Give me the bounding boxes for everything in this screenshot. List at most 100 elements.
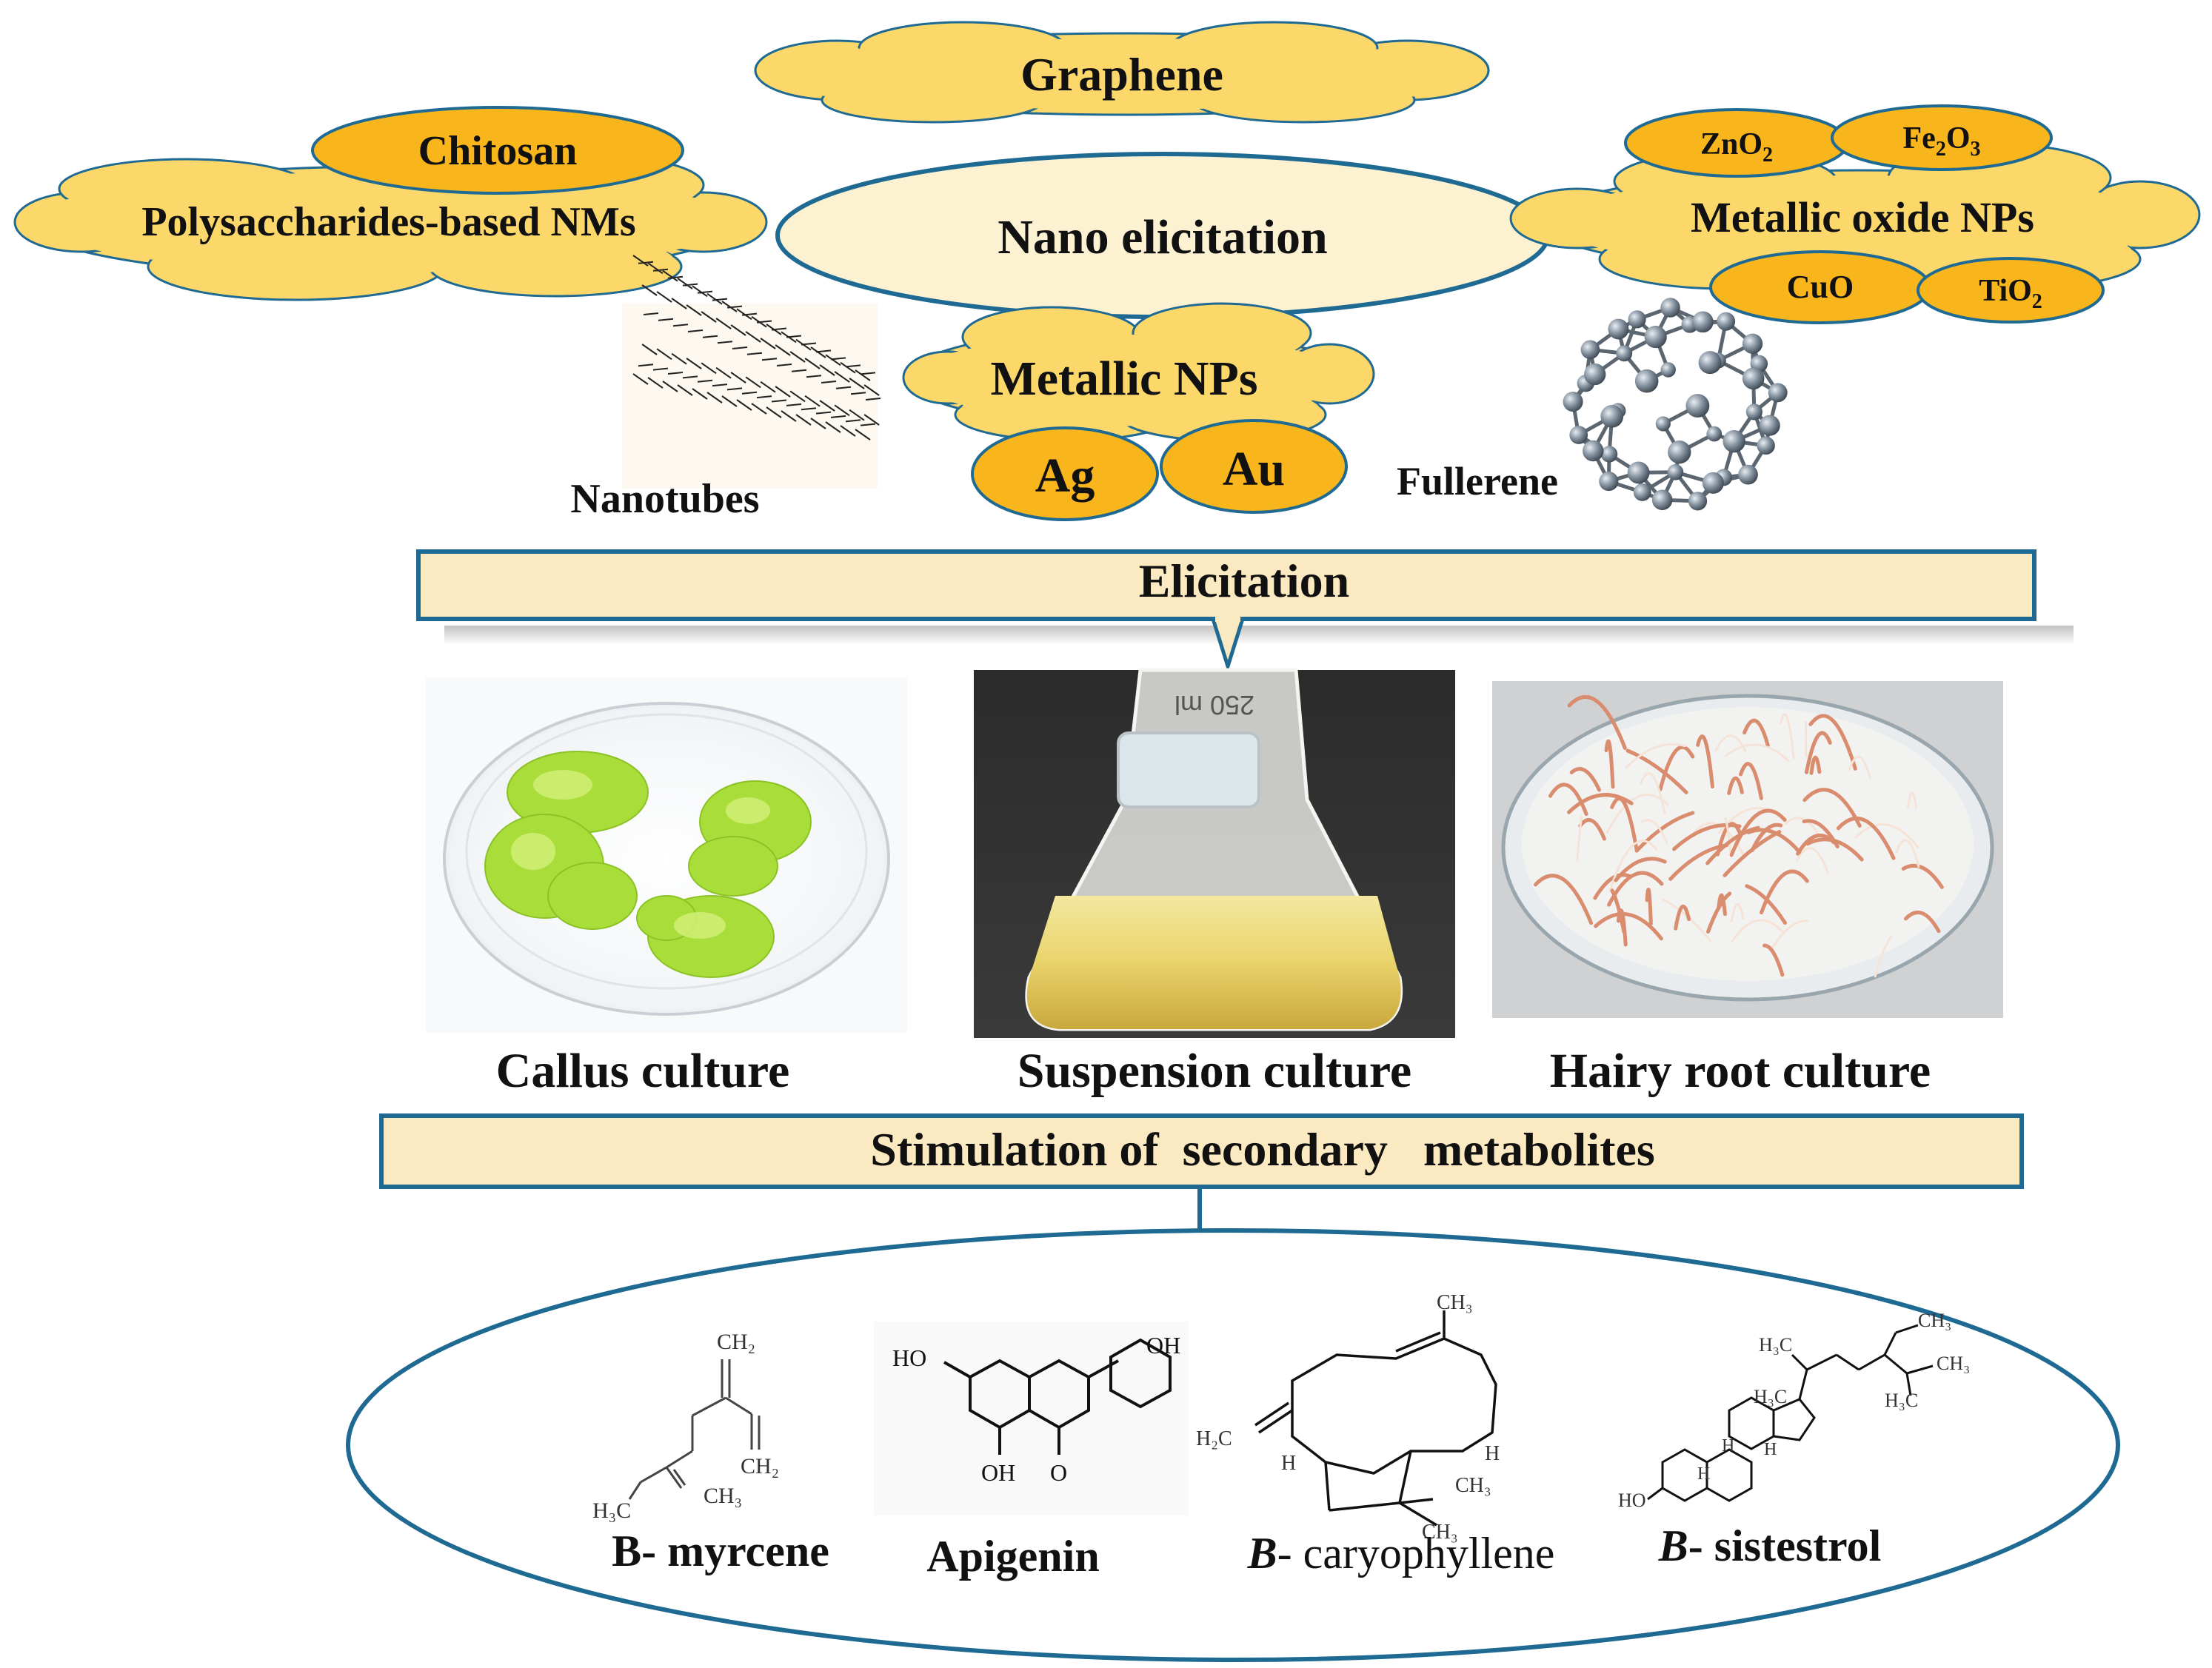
fullerene-atom	[1742, 367, 1765, 390]
hairy-root-strand	[1717, 806, 1767, 834]
hairy-root-strand	[1727, 776, 1744, 795]
caryophyllene-h-left: H	[1281, 1452, 1296, 1475]
hairy-root-strand	[1730, 902, 1745, 922]
tio2-pill: TiO2	[1917, 257, 2105, 324]
hairy-root-strand	[1784, 817, 1822, 839]
hairy-root-strand	[1739, 762, 1763, 800]
hairy-root-strand	[1610, 797, 1639, 852]
hairy-root-strand	[1729, 808, 1787, 857]
sitosterol-ho: HO	[1618, 1490, 1646, 1511]
fe2o3-pill: Fe2O3	[1831, 104, 2053, 171]
hairy-root-strand	[1848, 755, 1871, 779]
fullerene-atom	[1745, 403, 1762, 421]
hairy-root-strand	[1641, 819, 1668, 845]
hairy-root-strand	[1796, 834, 1836, 856]
hairy-root-strand	[1780, 713, 1795, 760]
fe2o3-label: Fe2O3	[1903, 121, 1981, 161]
tio2-sub: 2	[2032, 290, 2042, 313]
hairy-root-strand	[1645, 888, 1653, 926]
fe2o3-a: Fe	[1903, 121, 1936, 155]
hairy-root-strand	[1808, 714, 1857, 771]
chitosan-pill: Chitosan	[311, 106, 684, 195]
metabolite-label-myrcene: B- myrcene	[612, 1527, 829, 1575]
fullerene-atom	[1627, 461, 1650, 484]
zno2-sub: 2	[1762, 144, 1773, 167]
fullerene-atom	[1599, 472, 1619, 492]
hairy-root-strand	[1746, 828, 1802, 854]
fullerene-atom	[1569, 426, 1588, 444]
hairy-root-strand	[1696, 734, 1714, 788]
metabolite-caryophyllene-prefix: B	[1247, 1529, 1277, 1578]
fullerene-atom	[1580, 340, 1600, 360]
metabolite-sitosterol-prefix: B	[1658, 1521, 1688, 1570]
sitosterol-ch3-b: CH₃	[1937, 1353, 1970, 1374]
apigenin-oh-left: HO	[892, 1344, 926, 1371]
fullerene-atom	[1633, 483, 1651, 501]
zno2-pill: ZnO2	[1624, 108, 1849, 178]
zno2-base: ZnO	[1700, 127, 1762, 161]
sitosterol-ch3-a: CH₃	[1918, 1310, 1951, 1331]
fullerene-atom	[1706, 426, 1723, 442]
fullerene-atom	[1616, 345, 1633, 362]
fullerene-atom	[1634, 369, 1659, 393]
hairy-root-strand	[1836, 816, 1896, 860]
hairy-root-strand	[1534, 874, 1594, 925]
nanotubes-label: Nanotubes	[570, 476, 759, 522]
metabolite-apigenin-name: Apigenin	[926, 1532, 1099, 1581]
hairy-root-strand	[1706, 891, 1732, 934]
suspension-culture-label: Suspension culture	[1018, 1044, 1411, 1098]
hairy-root-strand	[1874, 935, 1892, 978]
metallic-nps-label: Metallic NPs	[990, 352, 1257, 406]
fullerene-atom	[1608, 318, 1629, 340]
ag-pill: Ag	[971, 426, 1159, 521]
nano-elicitation-ellipse: Nano elicitation	[775, 152, 1550, 319]
tio2-base: TiO	[1979, 274, 2032, 308]
cuo-label: CuO	[1787, 269, 1854, 305]
metabolites-ellipse	[346, 1228, 2120, 1662]
fullerene-atom	[1723, 429, 1745, 453]
suspension-culture-photo: 250 ml Suspension culture	[974, 668, 1455, 1098]
fullerene-atom	[1757, 436, 1775, 455]
fullerene-atom	[1583, 440, 1604, 462]
apigenin-structure: HO OH OH O	[874, 1322, 1189, 1515]
graphene-cloud: Graphene	[754, 21, 1490, 124]
hairy-root-strand	[1906, 791, 1918, 809]
metallic-oxide-label: Metallic oxide NPs	[1691, 193, 2034, 241]
chitosan-label: Chitosan	[418, 128, 578, 174]
graphene-label: Graphene	[1020, 48, 1223, 101]
hairy-root-strand	[1901, 863, 1944, 889]
hairy-root-strand	[1854, 823, 1919, 848]
fullerene-atom	[1738, 464, 1758, 485]
hairy-root-strand	[1569, 767, 1601, 792]
apigenin-o: O	[1050, 1459, 1067, 1486]
fullerene-atom	[1768, 383, 1788, 403]
hairy-root-strand	[1802, 788, 1862, 828]
fullerene-atom	[1628, 310, 1646, 329]
metabolite-myrcene-suffix: - myrcene	[641, 1527, 829, 1575]
fe2o3-sub1: 2	[1936, 138, 1946, 161]
hairy-root-strand	[1614, 857, 1667, 882]
sitosterol-h-b: H	[1697, 1464, 1710, 1484]
hairy-root-strand	[1809, 755, 1822, 775]
hairy-root-strand	[1742, 718, 1770, 748]
callus-culture-photo: Callus culture	[426, 677, 907, 1098]
sitosterol-h3c-b: H₃C	[1754, 1386, 1787, 1407]
hairy-root-strand	[1610, 888, 1626, 934]
caryophyllene-ch3-b: CH₃	[1422, 1521, 1458, 1544]
hairy-root-strand	[1745, 884, 1788, 925]
myrcene-ch3: CH₃	[704, 1484, 742, 1508]
hairy-root-strand	[1594, 912, 1663, 941]
stimulation-label: Stimulation of secondary metabolites	[870, 1123, 1655, 1176]
fullerene-atom	[1563, 392, 1583, 412]
metabolite-label-caryophyllene: B- caryophyllene	[1247, 1529, 1555, 1578]
ag-label: Ag	[1035, 449, 1095, 503]
hairy-root-strand	[1576, 815, 1583, 862]
hairy-root-strand	[1604, 739, 1615, 789]
hairy-root-strand	[1566, 793, 1634, 814]
sitosterol-h-c: H	[1764, 1440, 1777, 1459]
fullerene-atom	[1600, 446, 1618, 463]
hairy-root-strand	[1625, 748, 1688, 794]
metabolite-label-sitosterol: B- sistestrol	[1658, 1521, 1882, 1570]
hairy-root-strand	[1731, 919, 1785, 942]
